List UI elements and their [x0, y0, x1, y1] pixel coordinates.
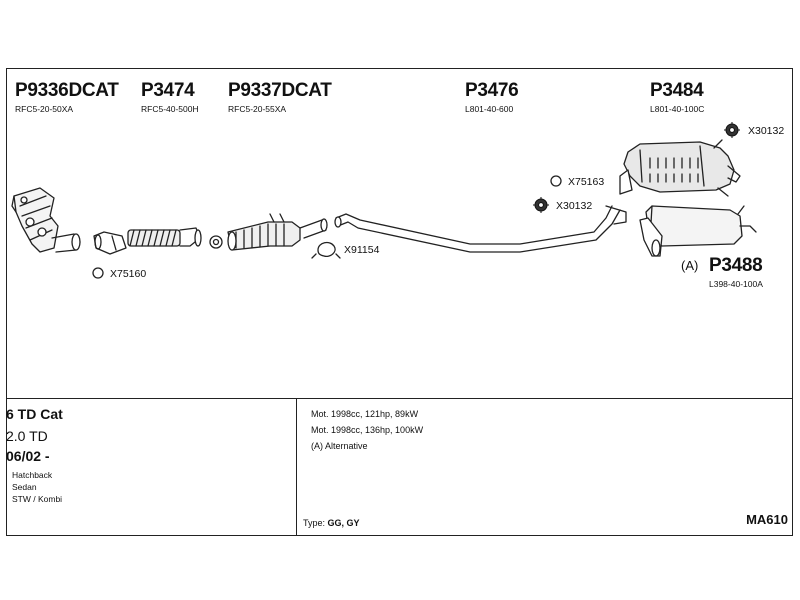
- engine-note-136hp: Mot. 1998cc, 136hp, 100kW: [311, 425, 424, 435]
- engine-code: 6 TD Cat: [6, 406, 63, 422]
- gasket-clamp: [209, 235, 223, 249]
- clamp-label-x75163: X75163: [568, 176, 605, 188]
- body-style-sedan: Sedan: [12, 482, 37, 492]
- catalog-id: MA610: [746, 512, 788, 527]
- engine-displacement: 2.0 TD: [6, 428, 48, 444]
- type-label: Type:: [303, 518, 326, 528]
- production-date: 06/02 -: [6, 448, 50, 464]
- middle-pipe-part: [334, 205, 627, 253]
- column-divider: [296, 398, 297, 536]
- part-ref-p3476: L801-40-600: [465, 104, 514, 114]
- clamp-x91154-symbol: [311, 241, 341, 259]
- alternative-silencer-part: [639, 205, 757, 257]
- vehicle-type: Type: GG, GY: [303, 518, 360, 528]
- diagram-frame: [6, 68, 793, 536]
- rubber-mount-symbols: [533, 122, 740, 213]
- part-code-p9337dcat: P9337DCAT: [228, 80, 332, 101]
- clamp-label-x30132-lower: X30132: [556, 200, 593, 212]
- part-ref-p9337dcat: RFC5-20-55XA: [228, 104, 287, 114]
- part-ref-p3474: RFC5-40-500H: [141, 104, 199, 114]
- part-ref-p3488: L398-40-100A: [709, 279, 763, 289]
- section-divider: [6, 398, 793, 399]
- engine-note-121hp: Mot. 1998cc, 121hp, 89kW: [311, 409, 419, 419]
- clamp-x75160-symbol: [92, 267, 104, 279]
- part-code-p3476: P3476: [465, 80, 519, 101]
- part-code-p9336dcat: P9336DCAT: [15, 80, 119, 101]
- part-code-p3474: P3474: [141, 80, 195, 101]
- body-style-stw-kombi: STW / Kombi: [12, 494, 63, 504]
- body-style-hatchback: Hatchback: [12, 470, 53, 480]
- manifold-catalyst-part: [11, 187, 81, 253]
- alternative-marker: (A): [681, 258, 699, 273]
- rear-silencer-part: [619, 139, 741, 197]
- clamp-x75163-symbol: [550, 175, 562, 187]
- part-ref-p3484: L801-40-100C: [650, 104, 705, 114]
- part-code-p3488: P3488: [709, 255, 763, 276]
- clamp-label-x30132-upper: X30132: [748, 125, 785, 137]
- part-ref-p9336dcat: RFC5-20-50XA: [15, 104, 74, 114]
- part-code-p3484: P3484: [650, 80, 704, 101]
- type-value: GG, GY: [327, 518, 360, 528]
- clamp-label-x75160: X75160: [110, 268, 147, 280]
- alternative-note: (A) Alternative: [311, 441, 368, 451]
- flex-pipe-part: [93, 227, 202, 255]
- clamp-label-x91154: X91154: [344, 244, 380, 256]
- catalytic-converter-part: [227, 213, 328, 251]
